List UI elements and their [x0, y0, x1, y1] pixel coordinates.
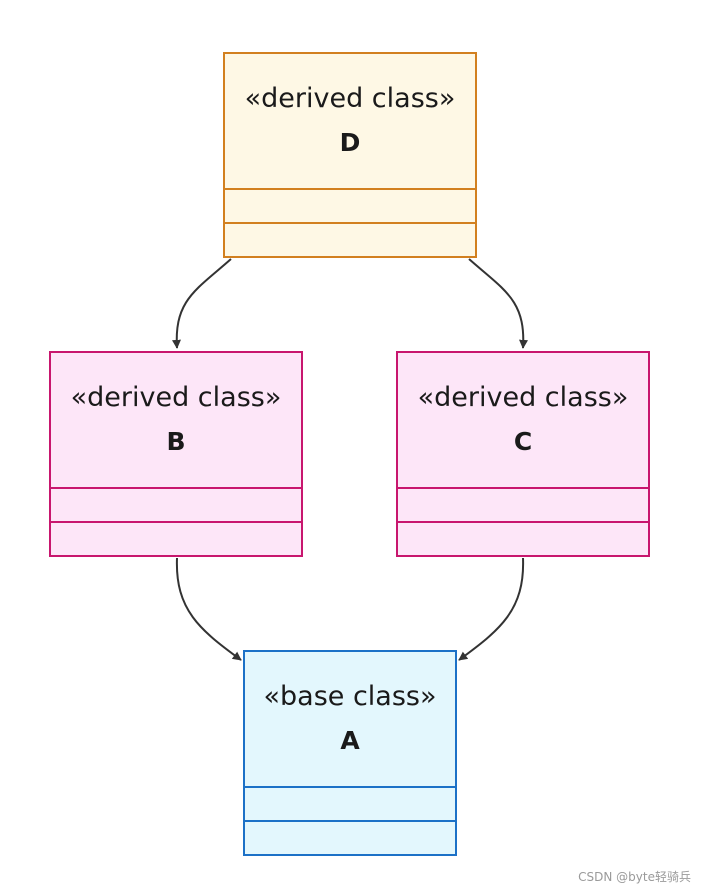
stereotype-label: «derived class»	[417, 382, 629, 413]
class-node-d[interactable]: «derived class» D	[223, 52, 477, 258]
attributes-divider	[51, 487, 301, 489]
edge-d-to-b	[172, 258, 232, 349]
edge-c-to-a	[458, 557, 525, 661]
stereotype-label: «derived class»	[70, 382, 282, 413]
stereotype-label: «base class»	[263, 681, 437, 712]
class-node-a[interactable]: «base class» A	[243, 650, 457, 856]
attributes-divider	[245, 786, 455, 788]
class-node-c[interactable]: «derived class» C	[396, 351, 650, 557]
attributes-divider	[225, 188, 475, 190]
methods-divider	[245, 820, 455, 822]
class-name: A	[340, 726, 360, 755]
watermark-text: CSDN @byte轻骑兵	[578, 870, 691, 884]
edge-d-to-c	[468, 258, 528, 349]
edge-b-to-a	[175, 557, 242, 661]
class-node-b[interactable]: «derived class» B	[49, 351, 303, 557]
methods-divider	[398, 521, 648, 523]
stereotype-label: «derived class»	[244, 83, 456, 114]
class-name: C	[513, 427, 533, 456]
methods-divider	[225, 222, 475, 224]
methods-divider	[51, 521, 301, 523]
attributes-divider	[398, 487, 648, 489]
class-name: B	[166, 427, 186, 456]
class-name: D	[339, 128, 361, 157]
